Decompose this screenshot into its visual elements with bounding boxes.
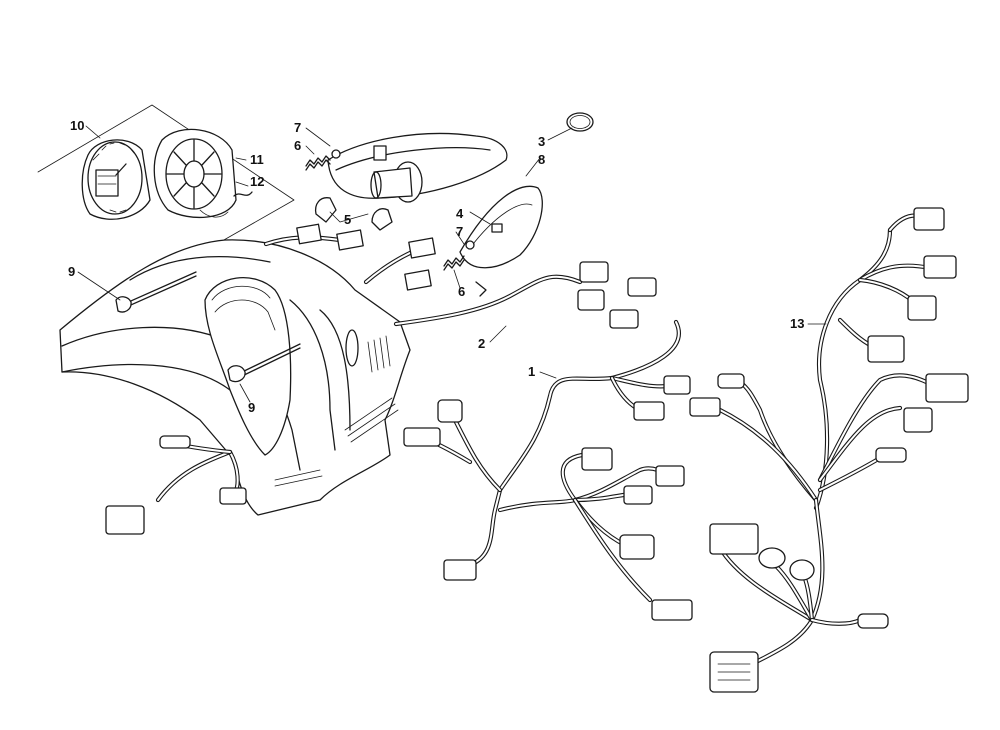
callout-7-lower: 7: [456, 224, 463, 239]
side-reflector: [459, 185, 543, 297]
callout-5: 5: [344, 212, 351, 227]
callout-3: 3: [538, 134, 545, 149]
callout-leaders: [77, 125, 827, 403]
retaining-ring: [566, 112, 594, 132]
mounting-bolt-upper: [115, 271, 197, 313]
harness-13: [689, 207, 969, 693]
callout-12: 12: [250, 174, 264, 189]
callout-13: 13: [790, 316, 804, 331]
vent-grille: [344, 335, 399, 443]
callout-6-lower: 6: [458, 284, 465, 299]
gauge-housing: [153, 128, 237, 219]
mounting-bolt-lower: [227, 343, 301, 383]
bulb-socket-left: [314, 197, 337, 223]
callout-1: 1: [528, 364, 535, 379]
spring-upper: [305, 149, 341, 171]
callout-9-lower: 9: [248, 400, 255, 415]
callout-4: 4: [456, 206, 464, 221]
callout-2: 2: [478, 336, 485, 351]
callout-7-upper: 7: [294, 120, 301, 135]
callout-8: 8: [538, 152, 545, 167]
gauge-assembly: [81, 139, 151, 220]
bulb-socket-right: [371, 208, 393, 231]
spring-lower: [443, 240, 475, 271]
callout-10: 10: [70, 118, 84, 133]
callout-labels: 10 7 6 11 12 3 8 5 4 7 6 9 9 2 1 13: [68, 118, 804, 415]
harness-1: [403, 319, 693, 621]
callout-6-upper: 6: [294, 138, 301, 153]
lamp-housing: [327, 132, 508, 203]
hood-harness: [105, 435, 247, 535]
harness-2: [393, 261, 657, 329]
instrument-cluster-group: [37, 104, 295, 266]
callout-9-upper: 9: [68, 264, 75, 279]
callout-11: 11: [250, 152, 264, 167]
